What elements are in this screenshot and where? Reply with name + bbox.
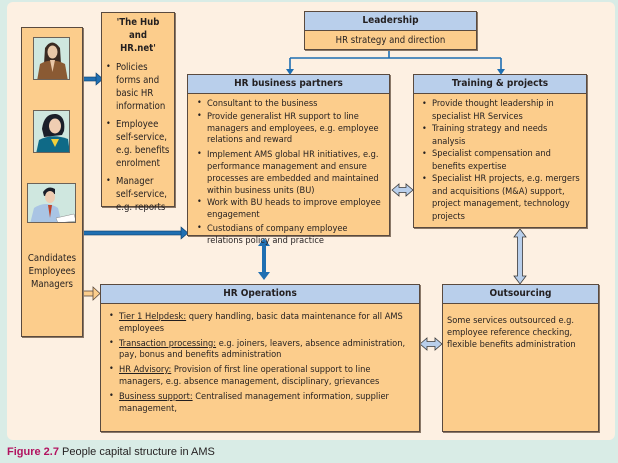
arrowhead-to-hrbp <box>286 69 294 75</box>
hr-ops-term: Business support: <box>119 390 193 402</box>
hr-operations-list: Tier 1 Helpdesk: query handling, basic d… <box>101 304 419 414</box>
hr-ops-item: HR Advisory: Provision of first line ope… <box>109 364 415 388</box>
hub-item: Policies forms and basic HR information <box>106 61 170 113</box>
hr-operations-title: HR Operations <box>101 285 419 304</box>
man-at-desk-icon <box>28 184 75 222</box>
training-projects-list: Provide thought leadership in specialist… <box>414 94 586 223</box>
arrow-people-to-hub <box>82 72 104 86</box>
hr-business-partners-title: HR business partners <box>188 75 389 94</box>
outsourcing-title: Outsourcing <box>443 285 598 304</box>
arrow-training-outsourcing <box>513 228 527 285</box>
woman-in-brown-icon <box>34 38 69 79</box>
hr-ops-term: Tier 1 Helpdesk: <box>119 311 187 322</box>
leadership-subtitle: HR strategy and direction <box>335 35 446 46</box>
hrbp-item: Provide generalist HR support to line ma… <box>197 111 385 146</box>
hrbp-item: Consultant to the business <box>197 98 385 110</box>
man-at-desk-portrait <box>27 183 76 223</box>
figure-caption: Figure 2.7 People capital structure in A… <box>7 446 215 458</box>
leadership-box: Leadership HR strategy and direction <box>304 11 477 50</box>
hr-ops-term: HR Advisory: <box>119 364 172 376</box>
hr-business-partners-list: Consultant to the business Provide gener… <box>188 94 389 247</box>
hub-item: Employee self-service, e.g. benefits enr… <box>106 118 170 170</box>
hr-ops-item: Business support: Centralised management… <box>109 390 415 415</box>
training-item: Training strategy and needs analysis <box>422 123 582 148</box>
woman-in-teal-icon <box>34 111 69 152</box>
people-column: Candidates Employees Managers <box>21 27 83 337</box>
hrbp-item: Work with BU heads to improve employee e… <box>197 197 385 221</box>
arrow-hrbp-training <box>391 183 414 197</box>
hrbp-item: Implement AMS global HR initiatives, e.g… <box>197 149 385 196</box>
arrowhead-to-training <box>497 69 505 75</box>
hub-list: Policies forms and basic HR information … <box>106 61 170 214</box>
arrow-hr-operations-outsourcing <box>419 337 443 351</box>
arrow-people-to-hrbp <box>82 226 189 240</box>
hub-title: 'The Hub and HR.net' <box>116 17 160 54</box>
hr-operations-box: HR Operations Tier 1 Helpdesk: query han… <box>100 284 420 432</box>
woman-in-brown-portrait <box>33 37 70 80</box>
leadership-title: Leadership <box>305 12 476 31</box>
training-projects-title: Training & projects <box>414 75 586 94</box>
outsourcing-text: Some services outsourced e.g. employee r… <box>447 315 576 351</box>
hr-business-partners-box: HR business partners Consultant to the b… <box>187 74 390 246</box>
outsourcing-box: Outsourcing Some services outsourced e.g… <box>442 284 599 432</box>
training-projects-box: Training & projects Provide thought lead… <box>413 74 587 228</box>
hrbp-item: Custodians of company employee relations… <box>197 223 385 247</box>
hr-ops-item: Transaction processing: e.g. joiners, le… <box>109 337 415 362</box>
training-item: Specialist compensation and benefits exp… <box>422 148 582 173</box>
hub-item: Manager self-service, e.g. reports <box>106 175 170 214</box>
label-candidates: Candidates <box>27 253 77 264</box>
figure-title: People capital structure in AMS <box>62 446 215 458</box>
training-item: Provide thought leadership in specialist… <box>422 98 582 123</box>
hr-ops-item: Tier 1 Helpdesk: query handling, basic d… <box>109 311 415 335</box>
arrow-people-to-hr-operations <box>82 286 101 301</box>
hr-ops-term: Transaction processing: <box>119 337 217 349</box>
training-item: Specialist HR projects, e.g. mergers and… <box>422 173 582 223</box>
label-managers: Managers <box>31 279 73 290</box>
woman-in-teal-portrait <box>33 110 70 153</box>
leadership-connector <box>289 50 502 72</box>
people-labels: Candidates Employees Managers <box>22 252 82 291</box>
hub-box: 'The Hub and HR.net' Policies forms and … <box>101 12 175 213</box>
figure-number: Figure 2.7 <box>7 446 59 458</box>
label-employees: Employees <box>28 266 76 277</box>
